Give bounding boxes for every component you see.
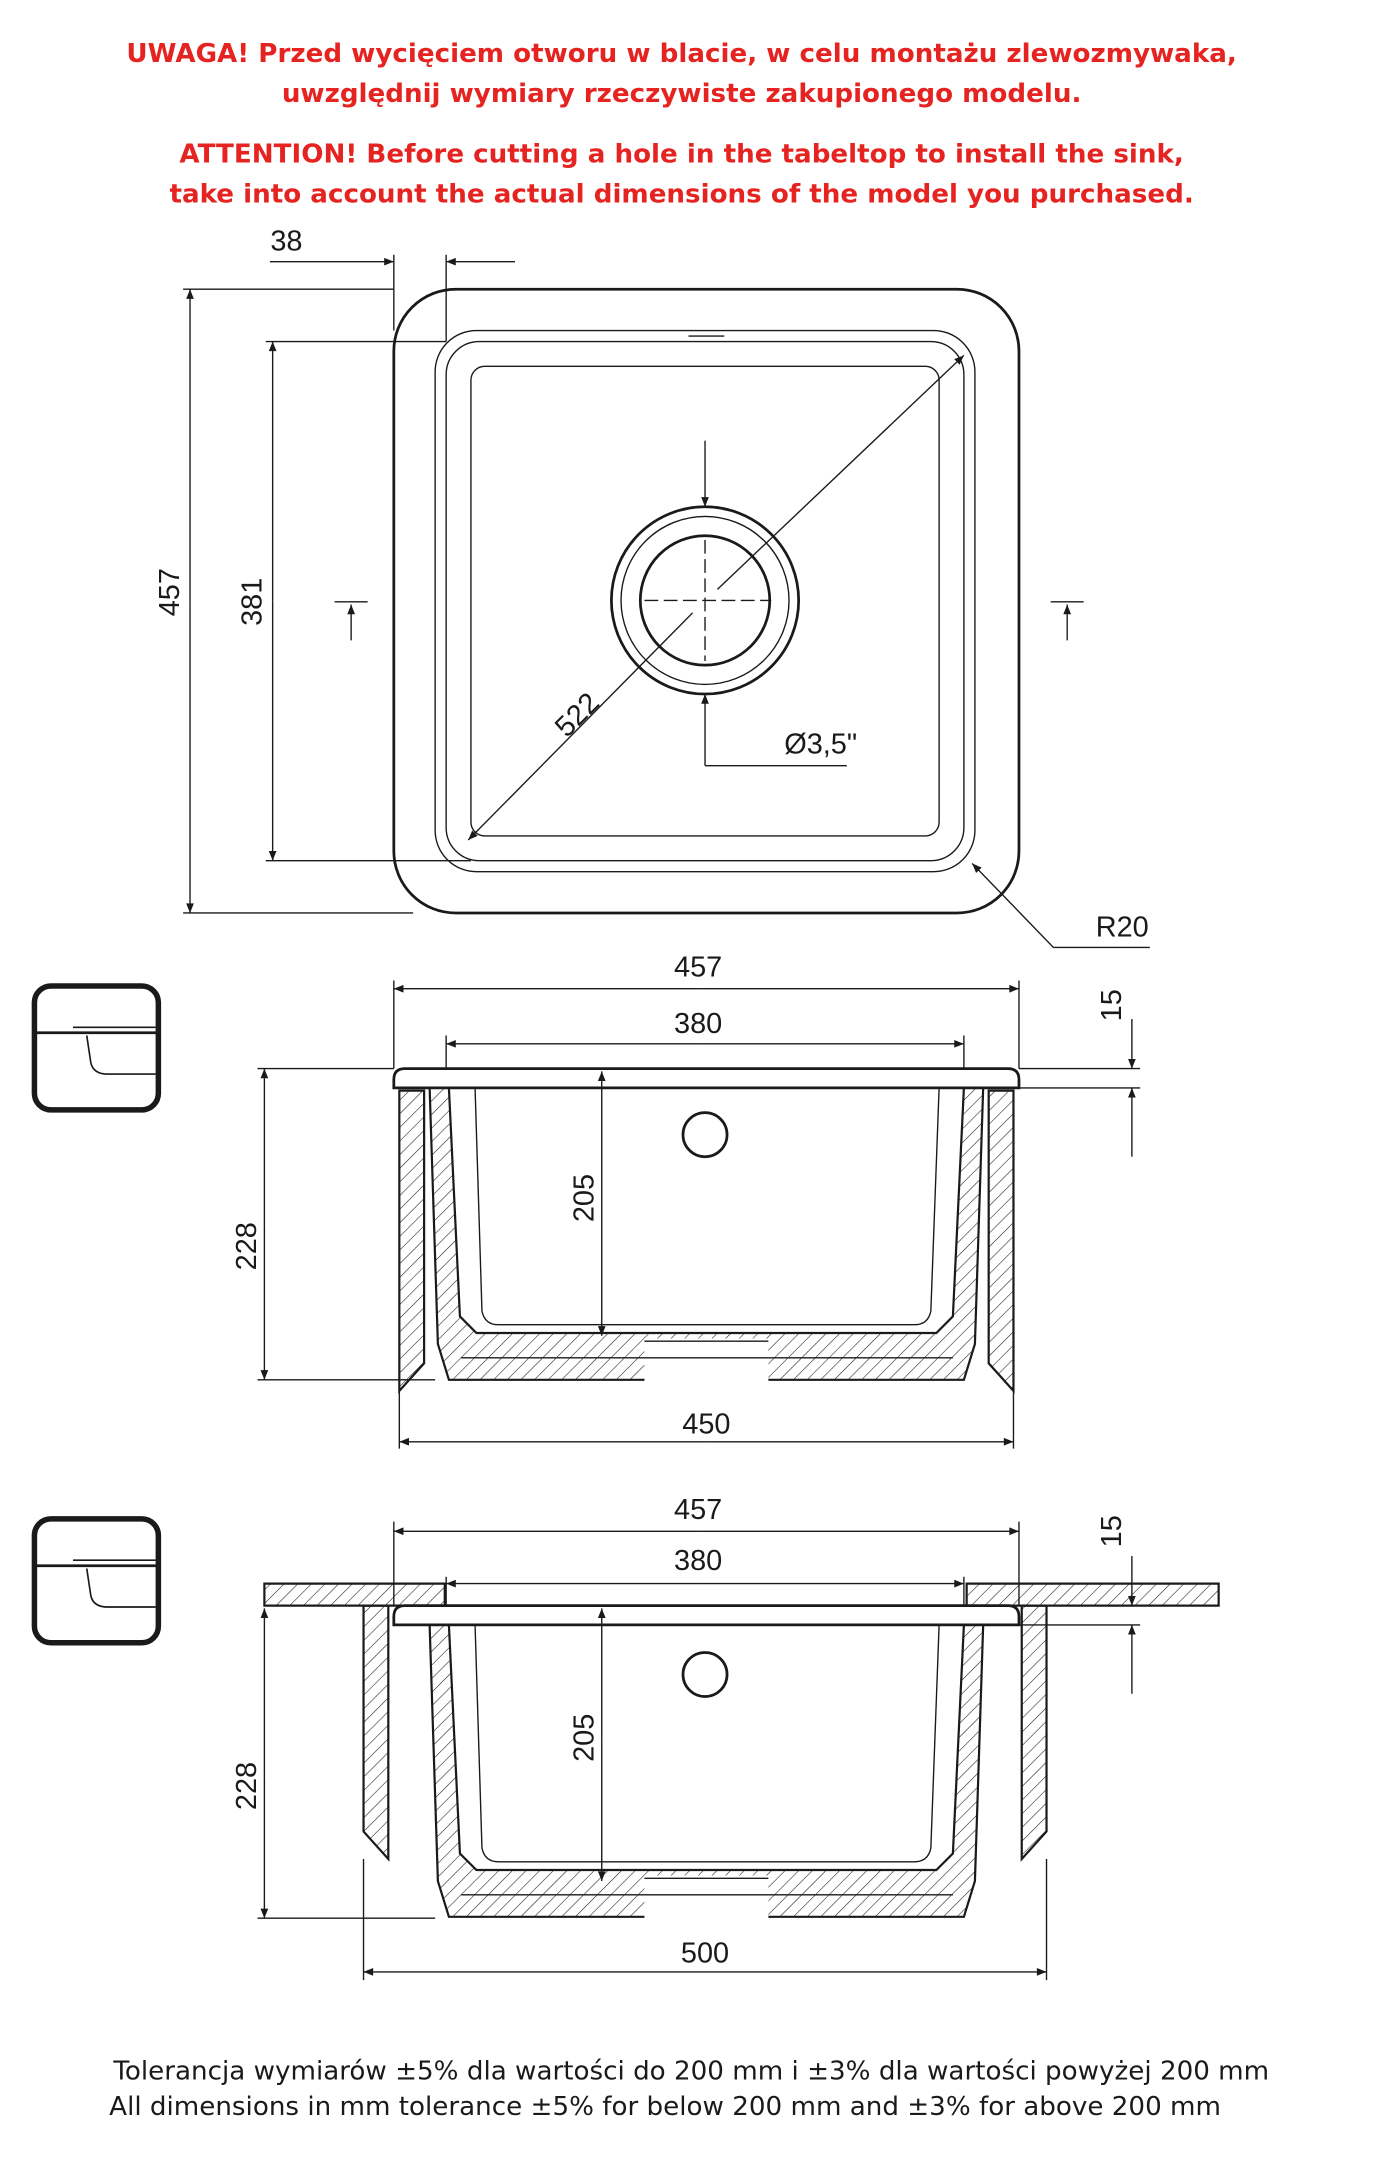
bowl-edge <box>445 340 965 862</box>
rim-inner-edge <box>434 329 976 873</box>
dim-height-228: 228 <box>231 1762 263 1810</box>
bowl-section <box>392 1067 1021 1383</box>
dim-diagonal-522: 522 <box>549 687 606 744</box>
tolerance-en: All dimensions in mm tolerance ±5% for b… <box>109 2092 1221 2122</box>
overflow-hole <box>681 1111 729 1159</box>
dim-outer-457: 457 <box>154 568 186 616</box>
dim-cabinet-width-500: 500 <box>681 1937 729 1969</box>
countertop-left <box>263 1582 446 1607</box>
cabinet-side-right <box>1020 1604 1048 1862</box>
warning-en-line1: ATTENTION! Before cutting a hole in the … <box>179 140 1183 170</box>
overmount-icon <box>34 986 158 1110</box>
warning-pl-line1: UWAGA! Przed wycięciem otworu w blacie, … <box>126 39 1236 69</box>
warning-pl-line2: uwzględnij wymiary rzeczywiste zakupione… <box>282 79 1082 109</box>
skirt-right <box>987 1089 1015 1394</box>
sink-outline <box>392 287 1021 915</box>
dim-drain-diameter: Ø3,5" <box>784 728 857 760</box>
dim-base-width-450: 450 <box>682 1409 730 1441</box>
dim-depth-205: 205 <box>568 1714 600 1762</box>
dim-rim-height-15: 15 <box>1096 989 1128 1021</box>
dim-rim-38: 38 <box>270 226 302 258</box>
section-undermount: 457 380 205 228 500 15 <box>34 1494 1220 1981</box>
bowl-floor <box>470 365 940 837</box>
top-view: 38 457 381 522 Ø3,5" R20 <box>154 226 1150 949</box>
undermount-icon <box>34 1519 158 1643</box>
overflow-hole <box>681 1651 729 1698</box>
dim-depth-205: 205 <box>568 1174 600 1222</box>
tolerance-pl: Tolerancja wymiarów ±5% dla wartości do … <box>112 2056 1269 2086</box>
dim-height-228: 228 <box>231 1222 263 1270</box>
countertop-right <box>965 1582 1220 1607</box>
cabinet-side-left <box>362 1604 390 1862</box>
dim-rim-height-15: 15 <box>1096 1515 1128 1547</box>
dim-radius-r20: R20 <box>1096 911 1149 943</box>
warning-en-line2: take into account the actual dimensions … <box>169 179 1193 209</box>
dim-inner-width-380: 380 <box>674 1008 722 1040</box>
dim-outer-width-457: 457 <box>674 1494 722 1526</box>
dim-outer-width-457: 457 <box>674 951 722 983</box>
skirt-left <box>398 1089 426 1394</box>
dim-inner-width-380: 380 <box>674 1545 722 1577</box>
dim-inner-381: 381 <box>237 578 269 626</box>
section-overmount: 457 380 205 228 450 15 <box>34 951 1141 1449</box>
